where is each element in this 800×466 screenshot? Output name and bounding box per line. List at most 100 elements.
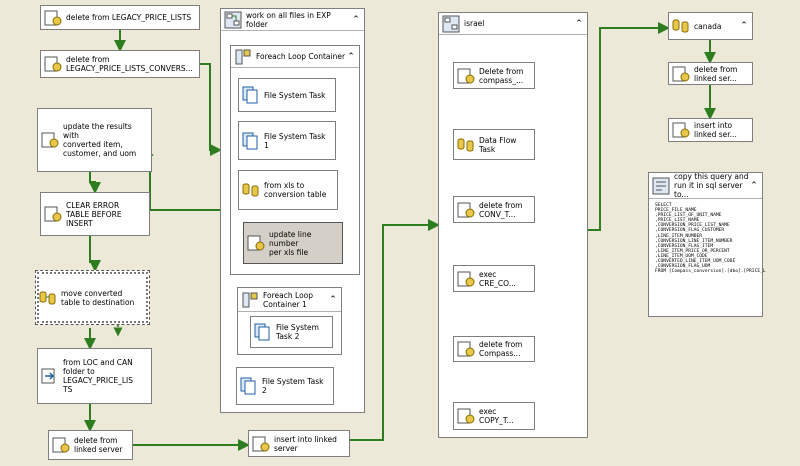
- sql-task-icon: [457, 201, 475, 219]
- note-line: ,PRICE_LIST_NAME: [655, 218, 700, 224]
- task-label: File System Task: [264, 90, 326, 100]
- task-label: delete from linked ser...: [694, 64, 738, 83]
- task-label: delete from linked server: [74, 436, 123, 454]
- sql-task-icon: [457, 407, 475, 425]
- note-title: copy this query and run it in sql server…: [674, 172, 749, 199]
- task-israel-exec-copy[interactable]: exec COPY_T...: [453, 402, 535, 430]
- note-line: ,PRICE_LIST_OF_UNIT_NAME: [655, 213, 722, 219]
- note-line: ,LINE_ITEM_NUMBER: [655, 233, 703, 239]
- task-label: update line number per xls file: [269, 229, 312, 257]
- task-from-xls-to-conversion[interactable]: from xls to conversion table: [238, 170, 338, 210]
- container-title: canada: [694, 21, 722, 31]
- task-canada-delete-linked[interactable]: delete from linked ser...: [668, 62, 753, 85]
- task-clear-error-table[interactable]: CLEAR ERROR TABLE BEFORE INSERT: [40, 192, 150, 236]
- task-file-system-2[interactable]: File System Task 2: [236, 367, 334, 405]
- task-label: delete from LEGACY_PRICE_LISTS: [66, 13, 192, 22]
- task-label: Delete from compass_...: [479, 66, 524, 85]
- container-title: work on all files in EXP folder: [246, 10, 331, 29]
- arrow-update-to-clear: [89, 172, 101, 194]
- sql-task-icon: [252, 435, 270, 453]
- file-system-task-icon: [242, 86, 260, 104]
- task-israel-exec-cre[interactable]: exec CRE_CO...: [453, 265, 535, 292]
- note-header[interactable]: copy this query and run it in sql server…: [649, 172, 762, 199]
- collapse-icon[interactable]: ⌃: [750, 180, 758, 191]
- container-header[interactable]: Foreach Loop Container ⌃: [231, 46, 359, 68]
- task-label: Data Flow Task: [479, 135, 517, 154]
- arrow-exp-to-update: [142, 149, 220, 211]
- collapse-icon[interactable]: ⌃: [329, 294, 337, 305]
- task-label: move converted table to destination: [61, 288, 135, 307]
- container-header[interactable]: Foreach Loop Container 1 ⌃: [238, 288, 341, 312]
- task-move-converted-table[interactable]: move converted table to destination: [35, 270, 150, 325]
- task-label: exec COPY_T...: [479, 407, 514, 425]
- sql-task-icon: [457, 340, 475, 358]
- task-update-results[interactable]: update the results with converted item, …: [37, 108, 152, 172]
- collapse-icon[interactable]: ⌃: [347, 51, 355, 62]
- foreach-loop-icon: [234, 48, 252, 66]
- note-line: ,CONVERSION_LINE_ITEM_NUMBER: [655, 238, 733, 244]
- task-delete-legacy-price-lists[interactable]: delete from LEGACY_PRICE_LISTS: [40, 5, 200, 30]
- task-israel-data-flow[interactable]: Data Flow Task: [453, 129, 535, 160]
- sequence-container-icon: [672, 17, 690, 35]
- container-title: israel: [464, 19, 485, 28]
- note-line: ,CONVERSION_FLAG_UOM: [655, 264, 711, 270]
- collapse-icon[interactable]: ⌃: [575, 18, 583, 29]
- task-label: from xls to conversion table: [264, 181, 327, 199]
- collapse-icon[interactable]: ⌃: [352, 14, 360, 25]
- task-israel-delete-compass[interactable]: Delete from compass_...: [453, 62, 535, 89]
- note-icon: [652, 177, 670, 195]
- task-israel-delete-compass-2[interactable]: delete from Compass...: [453, 336, 535, 362]
- task-label: File System Task 2: [262, 377, 324, 395]
- arrow-israel-to-canada: [588, 22, 670, 231]
- container-title: Foreach Loop Container: [256, 52, 346, 61]
- task-file-system-1[interactable]: File System Task 1: [238, 121, 336, 160]
- task-file-system[interactable]: File System Task: [238, 78, 336, 112]
- task-delete-linked-server[interactable]: delete from linked server: [48, 430, 133, 460]
- sequence-container-icon: [224, 11, 242, 29]
- task-insert-linked-server[interactable]: insert into linked server: [248, 430, 350, 457]
- note-line: ,CONVERTED_LINE_ITEM_UOM_CODE: [655, 259, 736, 265]
- task-canada-insert-linked[interactable]: insert into linked ser...: [668, 118, 753, 142]
- sql-task-icon: [44, 55, 62, 73]
- task-delete-legacy-conversion[interactable]: delete from LEGACY_PRICE_LISTS_CONVERS..…: [40, 50, 200, 78]
- sequence-container-icon: [442, 15, 460, 33]
- container-title: Foreach Loop Container 1: [263, 290, 314, 309]
- task-update-line-number[interactable]: update line number per xls file: [243, 222, 343, 264]
- task-israel-delete-conv[interactable]: delete from CONV_T...: [453, 196, 535, 223]
- note-line: PRICE_FILE_NAME: [655, 208, 697, 214]
- task-file-system-2-inner[interactable]: File System Task 2: [250, 316, 333, 348]
- note-line: ,CONVERSION_PRICE_LIST_NAME: [655, 223, 730, 229]
- container-header[interactable]: israel ⌃: [439, 13, 587, 35]
- sql-task-icon: [457, 67, 475, 85]
- sql-task-icon: [52, 436, 70, 454]
- note-line: ,CONVERSION_FLAG_ITEM: [655, 243, 714, 249]
- task-from-loc-and-can[interactable]: from LOC and CAN folder to LEGACY_PRICE_…: [37, 348, 152, 404]
- task-label: from LOC and CAN folder to LEGACY_PRICE_…: [63, 358, 133, 394]
- sql-task-icon: [44, 9, 62, 27]
- sql-task-icon: [672, 121, 690, 139]
- note-line: SELECT: [655, 203, 672, 208]
- transfer-task-icon: [41, 367, 59, 385]
- note-line: ,CONVERSION_FLAG_CUSTOMER: [655, 228, 725, 234]
- sql-task-icon: [672, 65, 690, 83]
- sql-task-icon: [41, 131, 59, 149]
- note-line: FROM [Compass_conversion].[dbo].[PRICE_L: [655, 269, 766, 275]
- sql-task-icon: [457, 270, 475, 288]
- sql-task-icon: [44, 205, 62, 223]
- file-system-task-icon: [240, 377, 258, 395]
- container-canada[interactable]: canada ⌃: [668, 12, 753, 40]
- file-system-task-icon: [242, 132, 260, 150]
- data-flow-icon: [242, 181, 260, 199]
- foreach-loop-icon: [241, 291, 259, 309]
- file-system-task-icon: [254, 323, 272, 341]
- data-flow-icon: [457, 136, 475, 154]
- task-label: delete from LEGACY_PRICE_LISTS_CONVERS..…: [66, 55, 193, 73]
- arrow-conv-to-exp: [200, 63, 222, 156]
- arrow-clear-to-move: [89, 236, 101, 272]
- container-header[interactable]: work on all files in EXP folder ⌃: [221, 9, 364, 31]
- collapse-icon[interactable]: ⌃: [740, 21, 748, 31]
- task-label: insert into linked ser...: [694, 121, 737, 139]
- annotation-note[interactable]: copy this query and run it in sql server…: [648, 172, 766, 317]
- task-label: update the results with converted item, …: [63, 122, 137, 158]
- data-flow-icon: [39, 289, 57, 307]
